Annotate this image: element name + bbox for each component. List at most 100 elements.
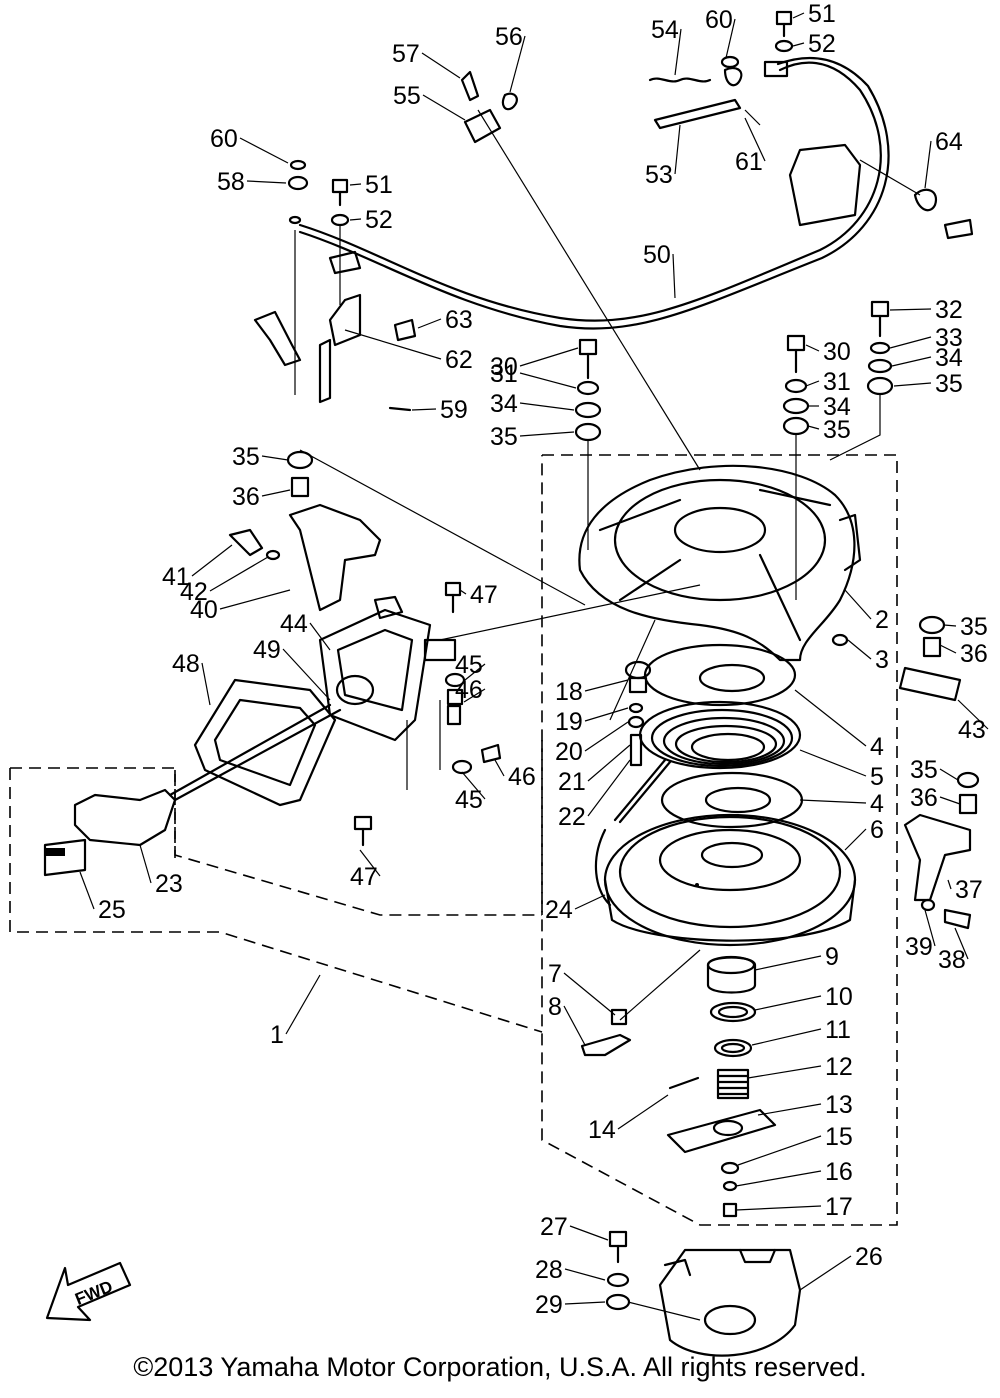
bolt-stack-30-right: [782, 334, 810, 600]
callout-label-c47b: 47: [350, 863, 378, 891]
callout-label-c20: 20: [555, 738, 583, 766]
callout-label-c56: 56: [495, 23, 523, 51]
callout-label-c21: 21: [558, 768, 586, 796]
callout-leader-c30a: [519, 347, 579, 367]
callout-leader-c56: [509, 35, 526, 93]
throttle-lever-53: [648, 60, 789, 130]
callout-label-c40: 40: [190, 596, 218, 624]
callout-label-c30a: 30: [490, 353, 518, 381]
callout-leader-c7: [563, 972, 616, 1016]
callout-leader-c55: [422, 94, 466, 121]
callout-label-c37: 37: [955, 876, 983, 904]
callout-label-c55: 55: [393, 82, 421, 110]
starter-housing-2: [578, 464, 862, 662]
callout-label-c4b: 4: [870, 790, 884, 818]
callout-label-c2: 2: [875, 606, 889, 634]
callout-leader-c59: [411, 408, 437, 411]
bolt-stack-32-right: [829, 300, 894, 461]
callout-leader-c11: [751, 1028, 822, 1046]
callout-label-c50: 50: [643, 241, 671, 269]
callout-label-c36b: 36: [960, 640, 988, 668]
copyright-notice: ©2013 Yamaha Motor Corporation, U.S.A. A…: [133, 1352, 867, 1382]
cable-assembly: [298, 56, 921, 641]
bolt-47-lower: [353, 700, 441, 847]
bolt-51-right: [720, 10, 794, 69]
callout-label-c35b: 35: [823, 416, 851, 444]
callout-leader-c9: [754, 955, 822, 971]
callout-label-c43: 43: [958, 716, 986, 744]
callout-label-c11: 11: [825, 1016, 851, 1044]
callout-label-c13: 13: [825, 1091, 853, 1119]
cable-clamp-55: [460, 70, 518, 144]
grommet-45-lower: [451, 743, 502, 775]
callout-label-c6: 6: [870, 816, 884, 844]
callout-leader-c44: [309, 622, 331, 651]
bracket-64: [788, 143, 974, 240]
callout-label-c35e: 35: [960, 613, 988, 641]
callout-label-c48: 48: [172, 650, 200, 678]
callout-leader-c29: [564, 1301, 606, 1305]
callout-label-c1: 1: [270, 1021, 284, 1049]
callout-label-c3: 3: [875, 646, 889, 674]
callout-leader-c43: [957, 699, 989, 730]
callout-label-c16: 16: [825, 1158, 853, 1186]
callout-label-c51a: 51: [365, 171, 393, 199]
callout-leader-c6: [844, 828, 867, 851]
washer-58: [287, 159, 309, 225]
callout-leader-c20: [584, 721, 629, 752]
callout-leader-c31b: [805, 380, 820, 387]
callout-leader-c5: [799, 749, 867, 777]
callout-leader-c35c: [893, 382, 932, 387]
callout-leader-c31a: [519, 372, 577, 389]
rope-and-handle-23: [43, 703, 342, 877]
callout-leader-c63: [417, 318, 442, 329]
callout-label-c52b: 52: [808, 30, 836, 58]
callout-label-c31b: 31: [823, 368, 851, 396]
plate-4-upper: [643, 643, 797, 707]
callout-leader-c17: [735, 1205, 822, 1211]
callout-leader-c36a: [261, 489, 291, 497]
starter-pulley-26: [658, 1248, 802, 1357]
callout-label-c5: 5: [870, 763, 884, 791]
leader-line: [619, 949, 701, 1021]
callout-leader-c35b: [807, 425, 820, 430]
callout-leader-c32: [889, 308, 932, 311]
callout-label-c53: 53: [645, 161, 673, 189]
bracket-40: [228, 450, 382, 612]
fwd-direction-badge: FWD: [45, 1261, 132, 1322]
callout-leader-c24: [574, 894, 606, 910]
callout-leader-c57: [421, 52, 461, 79]
bracket-43: [898, 615, 962, 702]
callout-label-c18: 18: [555, 678, 583, 706]
callout-label-c32: 32: [935, 296, 963, 324]
callout-label-c49: 49: [253, 636, 281, 664]
callout-label-c47a: 47: [470, 581, 498, 609]
callout-leader-c19: [584, 707, 629, 722]
callout-label-c46a: 46: [455, 676, 483, 704]
callout-label-c64: 64: [935, 128, 963, 156]
callout-label-c44: 44: [280, 610, 308, 638]
callout-label-c36c: 36: [910, 784, 938, 812]
callout-label-c38: 38: [938, 946, 966, 974]
callout-leader-c42: [209, 556, 269, 592]
callout-label-c9: 9: [825, 943, 839, 971]
callout-label-c17: 17: [825, 1193, 853, 1221]
callout-leader-c45a: [464, 663, 486, 681]
starter-handle-holder-44: [318, 595, 457, 742]
callout-leader-c12: [747, 1065, 822, 1079]
callout-label-c12: 12: [825, 1053, 853, 1081]
callout-label-c8: 8: [548, 993, 562, 1021]
callout-label-c35a: 35: [490, 423, 518, 451]
callout-leader-c8: [563, 1005, 586, 1046]
bushing-18-stack: [609, 619, 656, 767]
callout-leader-c58: [246, 180, 287, 184]
callout-leader-c46b: [494, 759, 505, 777]
callout-label-c39: 39: [905, 933, 933, 961]
callout-label-c36a: 36: [232, 483, 260, 511]
callout-label-c25: 25: [98, 896, 126, 924]
callout-leader-c4a: [794, 689, 867, 747]
callout-label-c19: 19: [555, 708, 583, 736]
callout-label-c61: 61: [735, 148, 763, 176]
callout-leader-c51a: [349, 183, 362, 186]
callout-leader-c26: [799, 1255, 852, 1291]
